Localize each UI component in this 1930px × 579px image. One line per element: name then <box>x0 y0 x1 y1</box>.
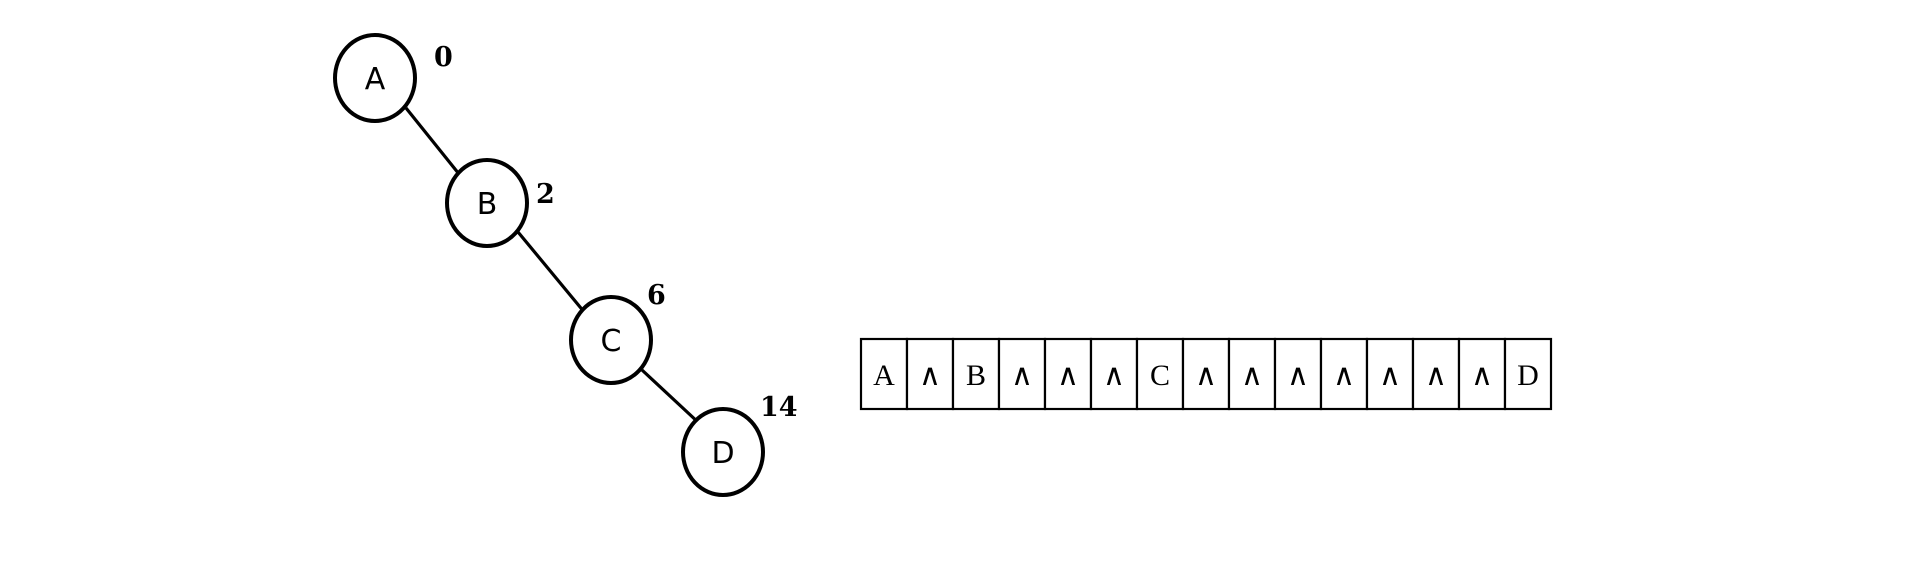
array-cell: ∧ <box>1181 337 1231 411</box>
node-c-circle <box>569 295 653 385</box>
array-cell-box <box>1043 337 1093 411</box>
array-cell-value: ∧ <box>919 359 941 392</box>
array-cell-value: B <box>966 359 986 392</box>
array-cell-value: ∧ <box>1333 359 1355 392</box>
array-cell-value: A <box>873 359 895 392</box>
edge-b-c <box>516 230 587 315</box>
array-storage: A ∧ B ∧ ∧ ∧ C ∧ <box>859 337 1553 411</box>
tree-node-c: C 6 <box>569 280 666 385</box>
node-b-label: B <box>477 187 498 222</box>
tree-edges <box>404 106 702 426</box>
node-d-index: 14 <box>760 392 798 423</box>
tree-nodes: A 0 B 2 C 6 D 14 <box>333 33 798 497</box>
array-cell-box <box>1227 337 1277 411</box>
array-cell-value: ∧ <box>1425 359 1447 392</box>
array-cell-value: ∧ <box>1287 359 1309 392</box>
array-cell: ∧ <box>1457 337 1507 411</box>
array-cell-box <box>1089 337 1139 411</box>
node-c-index: 6 <box>647 280 666 311</box>
array-cell-box <box>905 337 955 411</box>
array-cell: ∧ <box>905 337 955 411</box>
array-cell-box <box>951 337 1001 411</box>
array-cell: A <box>859 337 909 411</box>
tree-node-a: A 0 <box>333 33 453 123</box>
array-cell-box <box>1135 337 1185 411</box>
array-cell: ∧ <box>1365 337 1415 411</box>
array-cell-value: ∧ <box>1195 359 1217 392</box>
array-cell: ∧ <box>1227 337 1277 411</box>
node-d-label: D <box>711 436 734 471</box>
array-cell: B <box>951 337 1001 411</box>
array-cell: ∧ <box>1319 337 1369 411</box>
node-b-circle <box>445 158 529 248</box>
node-d-circle <box>681 407 765 497</box>
tree-node-d: D 14 <box>681 392 798 497</box>
array-cell-box <box>997 337 1047 411</box>
array-cell-box <box>1457 337 1507 411</box>
array-cell-value: ∧ <box>1011 359 1033 392</box>
array-cell-box <box>1503 337 1553 411</box>
node-c-label: C <box>601 324 622 359</box>
array-cell-value: ∧ <box>1057 359 1079 392</box>
array-cell: ∧ <box>1411 337 1461 411</box>
array-cell: ∧ <box>1273 337 1323 411</box>
array-cell: ∧ <box>1089 337 1139 411</box>
edge-a-b <box>404 106 461 176</box>
array-cell-value: ∧ <box>1379 359 1401 392</box>
node-a-label: A <box>365 62 386 97</box>
array-cell-box <box>1273 337 1323 411</box>
tree-node-b: B 2 <box>445 158 555 248</box>
array-cell-box <box>1319 337 1369 411</box>
array-cell-value: ∧ <box>1103 359 1125 392</box>
array-cell: ∧ <box>997 337 1047 411</box>
array-cell: D <box>1503 337 1553 411</box>
array-cell-value: D <box>1517 359 1539 392</box>
array-cell: C <box>1135 337 1185 411</box>
array-cell-box <box>1411 337 1461 411</box>
array-cell-value: ∧ <box>1241 359 1263 392</box>
array-cell: ∧ <box>1043 337 1093 411</box>
node-a-index: 0 <box>434 42 453 73</box>
edge-c-d <box>640 368 702 426</box>
array-cell-value: ∧ <box>1471 359 1493 392</box>
node-b-index: 2 <box>536 179 555 210</box>
array-cell-value: C <box>1150 359 1170 392</box>
array-cell-box <box>859 337 909 411</box>
node-a-circle <box>333 33 417 123</box>
